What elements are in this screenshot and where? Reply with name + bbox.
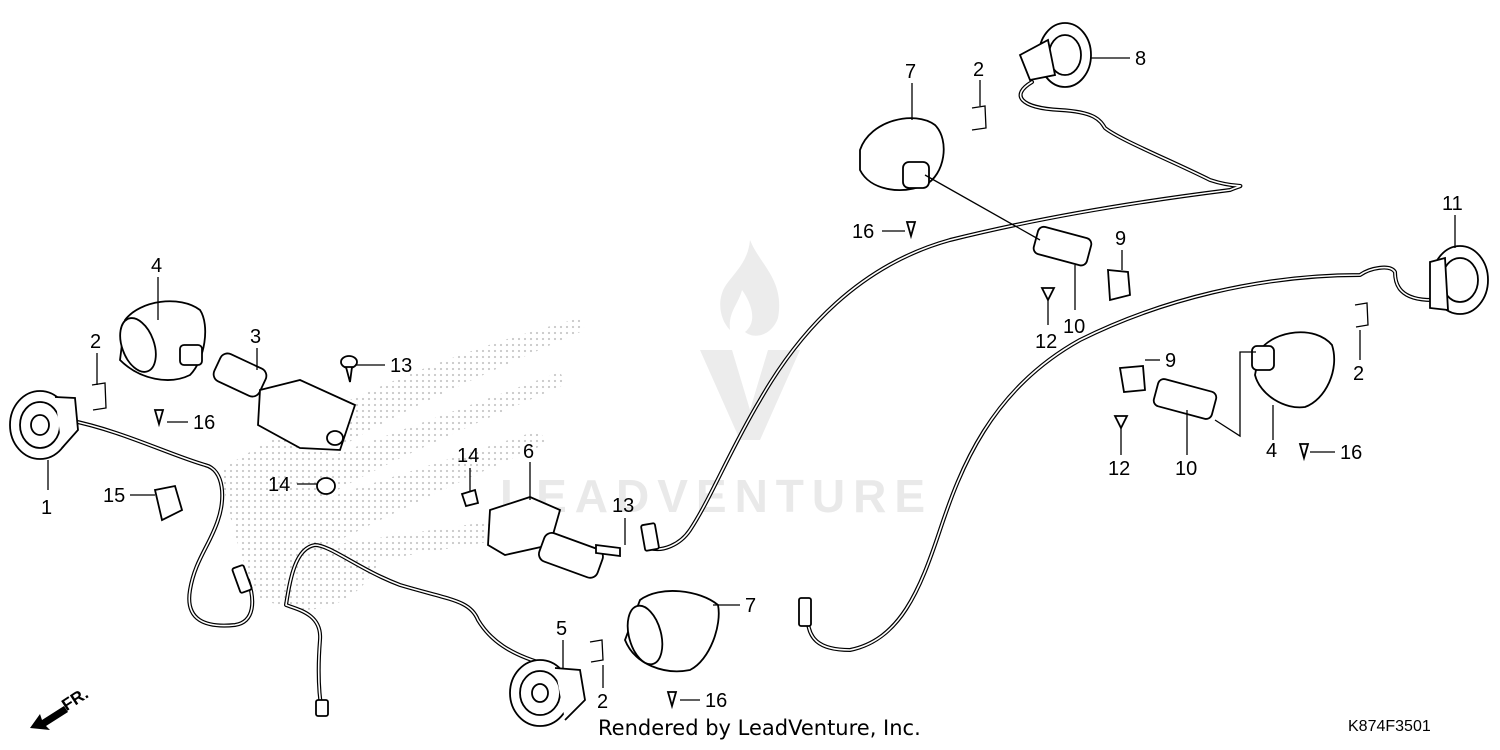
screw-12-right <box>1113 415 1129 431</box>
socket-10-right <box>1152 378 1218 420</box>
callout-labels: 1 2 2 2 2 3 4 4 5 6 7 7 8 9 9 10 10 11 1… <box>41 48 1463 713</box>
lens-cover-7-lower <box>624 590 720 673</box>
connector-end <box>640 522 660 552</box>
callout-2: 2 <box>973 59 984 81</box>
clip-2-lower <box>589 639 604 663</box>
clip-2-upper <box>971 105 987 131</box>
callout-3: 3 <box>250 326 261 348</box>
grommet-14-center <box>460 488 480 508</box>
callout-13: 13 <box>390 355 412 377</box>
front-direction-marker: FR. <box>30 684 92 730</box>
connector-end <box>315 699 329 717</box>
callout-12: 12 <box>1035 331 1057 353</box>
screw-13-left <box>340 355 358 383</box>
callout-9: 9 <box>1165 350 1176 372</box>
callout-10: 10 <box>1063 316 1085 338</box>
callout-6: 6 <box>523 441 534 463</box>
callout-7: 7 <box>745 595 756 617</box>
clip-2-left <box>91 382 107 411</box>
grommet-14-left <box>316 477 336 495</box>
callout-15: 15 <box>103 485 125 507</box>
screw-12-upper <box>1040 287 1056 303</box>
screw-16-lower <box>666 691 678 710</box>
callout-9: 9 <box>1115 228 1126 250</box>
turn-signal-base-5 <box>509 659 586 727</box>
callout-4: 4 <box>151 255 162 277</box>
callout-16: 16 <box>852 221 874 243</box>
callout-10: 10 <box>1175 458 1197 480</box>
callout-16: 16 <box>1340 442 1362 464</box>
callout-13: 13 <box>612 495 634 517</box>
callout-7: 7 <box>905 61 916 83</box>
clamp-15 <box>153 484 184 522</box>
leadventure-logo-watermark <box>700 240 800 440</box>
lens-cover-7-upper <box>859 117 945 191</box>
turn-signal-base-8 <box>1018 22 1092 88</box>
callout-16: 16 <box>193 412 215 434</box>
connector-end <box>231 564 253 594</box>
connector-end <box>798 597 812 627</box>
screw-16-left <box>153 409 165 428</box>
clip-2-right <box>1354 302 1369 328</box>
callout-2: 2 <box>1353 363 1364 385</box>
lens-cover-4-left <box>119 300 207 381</box>
signal-stay-6 <box>487 496 604 579</box>
lens-cover-4-right <box>1251 331 1336 409</box>
callout-8: 8 <box>1135 48 1146 70</box>
leader-lines <box>47 57 1456 701</box>
rendered-by-credit: Rendered by LeadVenture, Inc. <box>598 716 921 740</box>
turn-signal-base-1 <box>9 390 79 460</box>
callout-1: 1 <box>41 497 52 519</box>
turn-signal-base-11 <box>1429 245 1489 315</box>
callout-2: 2 <box>90 331 101 353</box>
callout-2: 2 <box>597 691 608 713</box>
screw-16-right <box>1298 443 1310 462</box>
diagram-code: K874F3501 <box>1348 718 1431 735</box>
socket-10-upper <box>1032 225 1093 267</box>
callout-14: 14 <box>457 445 479 467</box>
screw-13-center <box>595 543 621 558</box>
front-arrow-icon <box>30 706 68 730</box>
screw-16-upper <box>905 221 917 240</box>
signal-stay-3 <box>212 352 357 451</box>
callout-4: 4 <box>1266 440 1277 462</box>
callout-5: 5 <box>556 618 567 640</box>
clip-9-right <box>1118 365 1146 393</box>
callout-16: 16 <box>705 690 727 712</box>
clip-9-upper <box>1107 268 1131 302</box>
wiring <box>66 80 1434 717</box>
callout-11: 11 <box>1442 193 1463 215</box>
callout-12: 12 <box>1108 458 1130 480</box>
callout-14: 14 <box>268 474 290 496</box>
watermark-text: LEADVENTURE <box>500 470 933 522</box>
